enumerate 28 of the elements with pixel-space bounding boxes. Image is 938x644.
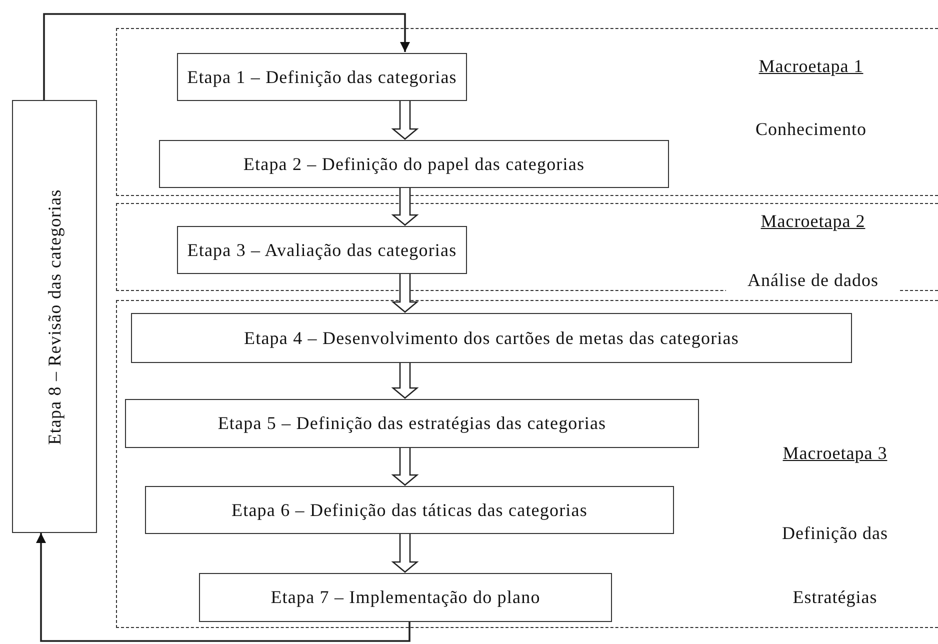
process-box	[177, 53, 467, 101]
dashed-stage-region	[116, 300, 938, 628]
block-arrow	[391, 532, 419, 573]
block-arrow	[391, 186, 419, 226]
step-label: Etapa 8 – Revisão das categorias	[44, 188, 65, 444]
step-label: Etapa 5 – Definição das estratégias das categorias	[218, 413, 606, 434]
process-box	[12, 100, 97, 533]
process-box	[125, 399, 699, 448]
dashed-stage-region	[116, 28, 938, 196]
dashed-stage-region	[116, 203, 938, 291]
step-label: Etapa 1 – Definição das categorias	[187, 66, 457, 88]
block-arrow	[391, 361, 419, 399]
feedback-arrow	[36, 533, 410, 642]
step-label: Etapa 3 – Avaliação das categorias	[187, 240, 457, 260]
step-label: Etapa 2 – Definição do papel das categorias	[243, 154, 585, 174]
feedback-arrow	[43, 13, 410, 100]
step-label: Etapa 7 – Implementação do plano	[270, 587, 540, 608]
step-label: Etapa 4 – Desenvolvimento dos cartões de metas das categorias	[244, 328, 739, 348]
process-box	[199, 573, 612, 622]
block-arrow	[391, 446, 419, 486]
process-box	[159, 140, 669, 188]
block-arrow	[391, 272, 419, 313]
stage-description: Definição das Estratégias	[781, 522, 889, 609]
step-label: Etapa 6 – Definição das táticas das categorias	[232, 500, 588, 520]
process-box	[177, 226, 467, 274]
process-box	[145, 486, 674, 534]
process-box	[131, 313, 852, 363]
block-arrow	[391, 99, 419, 140]
